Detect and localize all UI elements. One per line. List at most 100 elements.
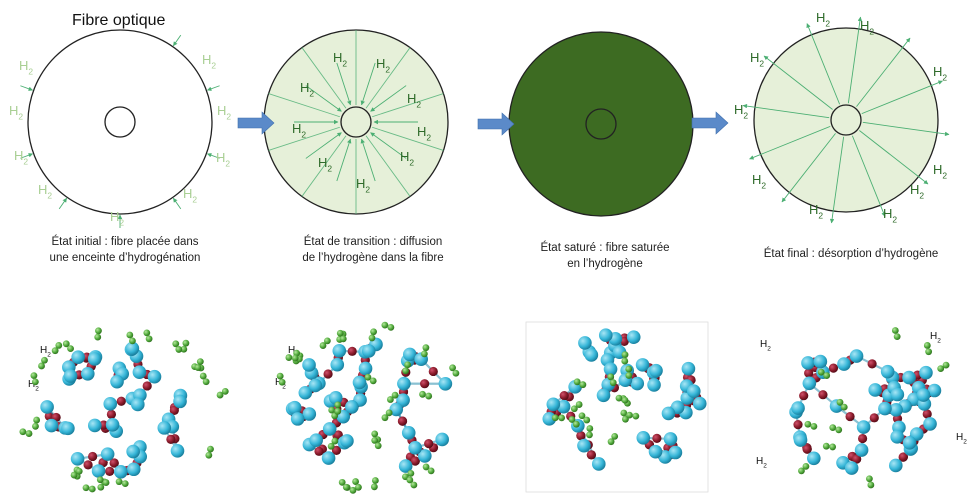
hydrogen-atom [369,377,377,385]
stage-arrow [691,111,729,135]
silicon-atom [577,438,591,453]
h2-label: H2 [217,103,231,122]
final-outward-arrow [862,121,950,137]
hydrogen-atom [207,445,214,453]
hydrogen-atom [371,437,379,444]
silicon-atom [87,352,102,366]
transition-sector-line [268,126,340,151]
silicon-atom [63,369,78,383]
hydrogen-atom [422,344,430,352]
silicon-atom [80,366,95,381]
hydrogen-atom [339,335,347,343]
hydrogen-atom [276,372,284,380]
hydrogen-atom [352,478,359,485]
hydrogen-atom [291,354,299,362]
hydrogen-atom [95,327,102,335]
silicon-atom [681,361,696,376]
hydrogen-atom [199,372,207,380]
silicon-atom [397,376,411,391]
silicon-atom [345,400,359,414]
h2-label: H2 [28,379,39,393]
silicon-atom [890,387,905,402]
oxygen-atom [428,366,438,377]
hydrogen-atom [391,391,399,399]
h2-label: H2 [760,339,771,353]
oxygen-atom [397,416,408,426]
silicon-atom [837,357,851,371]
hydrogen-atom [410,481,418,489]
fiber-title: Fibre optique [72,12,166,29]
hydrogen-atom [923,342,931,349]
oxygen-atom [105,466,115,477]
oxygen-atom [323,369,333,379]
silicon-atom [309,433,323,448]
hydrogen-atom [621,357,629,365]
hydrogen-atom [194,364,202,371]
silicon-atom [435,432,449,447]
h2-label: H2 [407,91,421,110]
oxygen-atom [424,439,434,449]
hydrogen-atom [19,428,27,436]
initial-inward-arrow [172,197,182,210]
hydrogen-atom [374,442,382,450]
hydrogen-atom [31,378,39,386]
hydrogen-atom [586,431,593,439]
caption-saturated-line1: État saturé : fibre saturée [540,242,670,254]
hydrogen-atom [370,328,377,336]
initial-inward-arrow [172,34,182,47]
silicon-atom [91,464,106,478]
transition-inward-arrow [360,138,376,182]
hydrogen-atom [221,387,229,395]
fiber-core-final [830,104,862,136]
hydrogen-atom [822,442,830,450]
hydrogen-atom [867,481,875,489]
hydrogen-atom [583,416,591,424]
fiber-core-initial [104,106,136,138]
silicon-atom [438,376,453,391]
h2-label: H2 [318,155,332,174]
caption-initial-line2: une enceinte d’hydrogénation [49,252,201,264]
silicon-atom [630,376,645,391]
caption-transition: État de transition : diffusion de l’hydr… [258,234,488,266]
silicon-atom [692,396,707,411]
silicon-atom [398,459,413,473]
hydrogen-atom [615,394,623,402]
silicon-atom [328,391,343,405]
silicon-atom [40,400,54,414]
hydrogen-atom [182,339,190,347]
h2-label: H2 [376,56,390,75]
hydrogen-atom [835,426,843,434]
silicon-atom [791,401,805,415]
silicon-atom [813,354,828,369]
oxygen-atom [88,451,98,462]
hydrogen-atom [196,358,204,366]
hydrogen-atom [180,345,188,353]
hydrogen-atom [865,475,873,483]
h2-label: H2 [816,10,830,29]
hydrogen-atom [404,361,412,369]
h2-label: H2 [183,186,197,205]
initial-inward-arrow [20,85,34,91]
silicon-atom [890,429,904,444]
oxygen-atom [116,396,126,406]
final-outward-arrow [859,130,929,185]
silicon-atom [542,412,557,426]
hydrogen-atom [626,411,633,419]
silicon-atom [556,399,571,414]
silicon-atom [408,440,422,455]
oxygen-atom [804,368,814,378]
h2-label: H2 [883,206,897,225]
silicon-atom [603,362,618,376]
hydrogen-atom [55,342,63,349]
hydrogen-atom [804,420,812,428]
silicon-atom [287,400,302,415]
silicon-atom [389,402,404,417]
hydrogen-atom [216,391,224,399]
oxygen-atom [410,456,420,466]
oxygen-atom [852,454,862,464]
silicon-atom [648,444,663,459]
hydrogen-atom [349,486,357,494]
final-outward-arrow [861,80,943,115]
